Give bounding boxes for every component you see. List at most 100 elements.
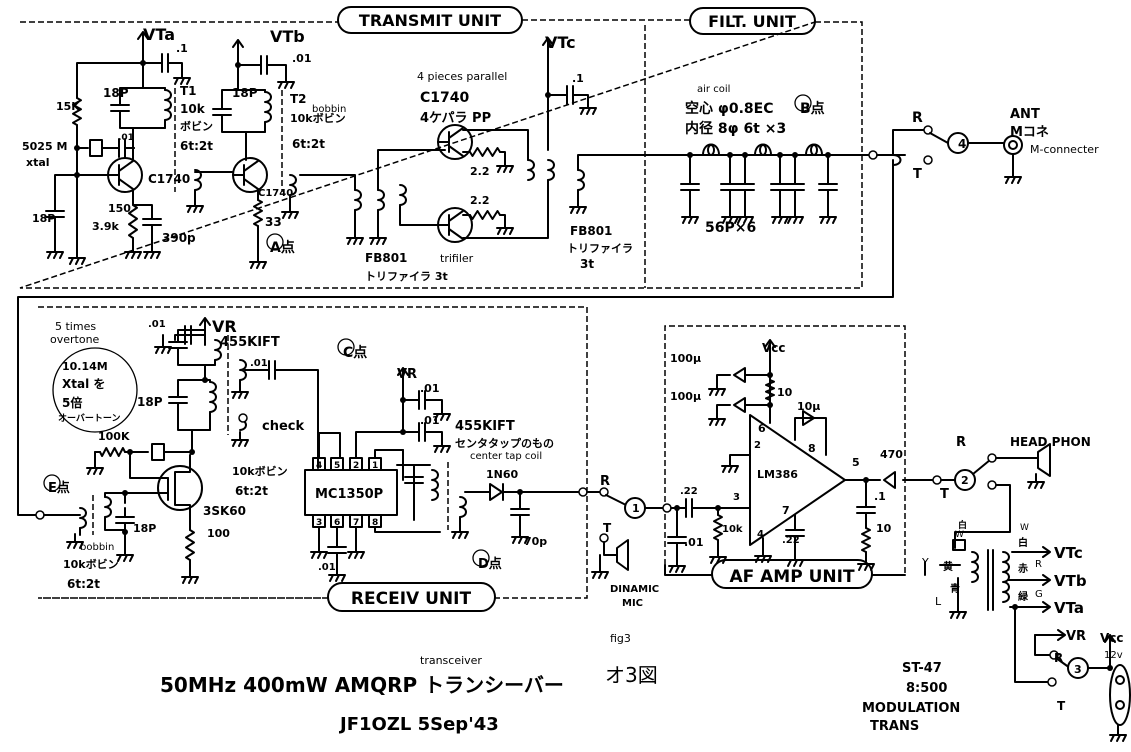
coil xyxy=(1002,551,1010,603)
transmit-label: 4 pieces parallel xyxy=(417,70,507,83)
coil xyxy=(209,381,217,413)
test-point-marker xyxy=(43,474,61,492)
transmit-label: C1740 xyxy=(420,90,469,106)
receive-label: check xyxy=(262,419,304,434)
transmit-label: 5025 M xyxy=(22,140,67,153)
figure-number-en: fig3 xyxy=(610,632,631,645)
receive-label: MC1350P xyxy=(315,487,383,502)
ground-symbol xyxy=(511,528,529,544)
wire xyxy=(132,233,153,246)
af-label: 470 xyxy=(880,448,903,461)
af-label: T xyxy=(603,521,612,535)
receive-unit-box: RECEIV UNIT xyxy=(38,306,588,612)
receive-label: .01 xyxy=(250,358,268,369)
switch-wafer-2 xyxy=(954,469,976,491)
transmit-label: 3t xyxy=(580,257,594,271)
supply-arrow xyxy=(232,39,244,66)
wire xyxy=(299,174,356,191)
capacitor xyxy=(168,332,188,358)
resistor xyxy=(128,204,138,239)
af-label: 7 xyxy=(782,504,790,517)
ground-symbol xyxy=(328,566,346,582)
transmit-label: 150 xyxy=(108,202,131,215)
electrolytic-capacitor xyxy=(883,471,896,489)
wire xyxy=(577,154,871,171)
ground-symbol xyxy=(786,551,804,567)
af-label: 6 xyxy=(758,422,766,435)
capacitor xyxy=(168,387,188,413)
transmit-label: 3.9k xyxy=(92,220,119,233)
receive-label: .01 xyxy=(148,319,166,330)
af-amp-unit-title: AF AMP UNIT xyxy=(729,567,854,587)
af-label: 1 xyxy=(632,502,640,515)
af-label: VR xyxy=(1066,629,1086,644)
capacitor xyxy=(818,174,838,200)
ground-symbol xyxy=(754,547,772,563)
transmit-label: A点 xyxy=(270,239,295,256)
terminal xyxy=(868,150,878,160)
receive-label: VR xyxy=(212,317,237,336)
transformer-core xyxy=(987,549,994,611)
af-label: W xyxy=(955,530,964,540)
crystal xyxy=(151,443,165,461)
resistor xyxy=(765,379,775,401)
capacitor xyxy=(785,520,805,546)
test-point-marker xyxy=(472,549,490,567)
ground-symbol xyxy=(591,563,609,579)
transmit-label: .01 xyxy=(292,52,312,65)
coil xyxy=(577,169,585,191)
coil xyxy=(399,184,407,206)
ground-symbol xyxy=(857,555,875,571)
ground-symbol xyxy=(708,410,726,426)
wire xyxy=(54,174,109,203)
receive-label: 100K xyxy=(98,430,130,443)
receive-label: 1 xyxy=(372,461,378,471)
terminal xyxy=(662,503,672,513)
rx-tx-bus-wire xyxy=(17,159,894,516)
transmit-label: VTb xyxy=(270,27,305,46)
capacitor xyxy=(720,174,740,200)
transmit-label: FB801 xyxy=(570,224,612,238)
af-label: 100μ xyxy=(670,352,701,365)
supply-arrow xyxy=(1007,574,1051,586)
af-label: 8:500 xyxy=(906,681,947,696)
capacitor xyxy=(251,55,277,75)
antenna-label: 4 xyxy=(958,137,966,151)
transmit-label: C1740 xyxy=(258,188,293,199)
wire xyxy=(603,541,618,556)
af-label: 10 xyxy=(876,522,892,535)
receive-label: 10kボビン xyxy=(232,464,288,478)
electrolytic-capacitor xyxy=(802,410,815,426)
receive-label: E点 xyxy=(48,480,70,496)
electrolytic-capacitor xyxy=(733,367,746,383)
coil xyxy=(459,496,467,518)
wire xyxy=(177,409,211,453)
capacitor xyxy=(109,138,135,158)
af-label: .22 xyxy=(680,486,698,497)
ground-symbol xyxy=(281,203,299,219)
microphone-icon xyxy=(616,539,629,571)
receive-label: 18P xyxy=(137,395,163,409)
af-label: Y xyxy=(921,556,929,569)
transmit-label: VTc xyxy=(545,33,576,52)
coil xyxy=(377,189,385,211)
af-label: R xyxy=(956,435,966,450)
capacitor xyxy=(676,498,702,518)
supply-arrow xyxy=(1034,629,1066,641)
af-label: Vcc xyxy=(762,341,786,355)
af-label: 12v xyxy=(1104,650,1123,661)
capacitor xyxy=(259,360,285,380)
af-label: .1 xyxy=(874,490,886,503)
coil xyxy=(354,189,362,211)
wire xyxy=(94,451,149,461)
ground-symbol xyxy=(346,229,364,245)
capacitor xyxy=(770,174,790,200)
transistor xyxy=(437,124,473,160)
af-label: 5 xyxy=(852,456,860,469)
af-label: R xyxy=(600,474,610,489)
coil xyxy=(431,469,439,501)
receive-label: Xtal を xyxy=(62,377,105,391)
ground-symbol xyxy=(347,543,365,559)
wire-tag xyxy=(952,539,966,551)
